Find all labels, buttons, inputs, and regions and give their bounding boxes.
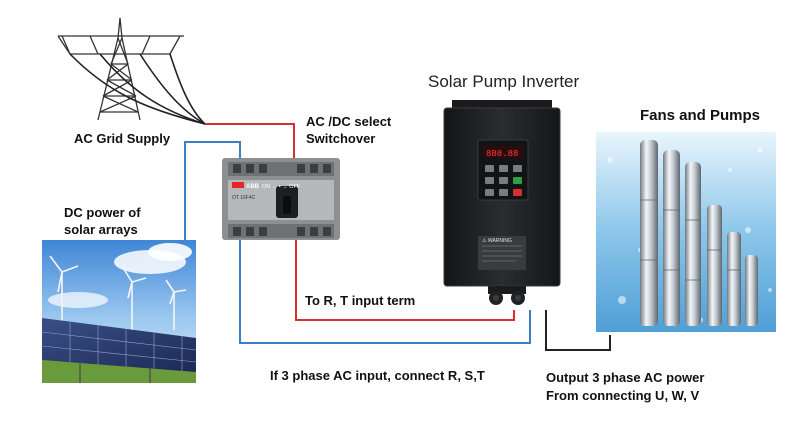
switchover-device-icon	[222, 158, 340, 240]
pump-cylinders	[640, 140, 758, 326]
solar-pump-inverter-icon	[443, 100, 561, 305]
switch-positions-text: ON ← • → OFF	[262, 184, 301, 190]
inverter-warning-text: ⚠ WARNING	[482, 238, 512, 244]
rt-input-label: To R, T input term	[305, 293, 416, 308]
dc-wire-to-inverter	[239, 240, 531, 344]
switch-model-text: OT 16F4C	[232, 195, 256, 201]
inverter-title: Solar Pump Inverter	[428, 72, 580, 91]
switchover-label-line2: Switchover	[306, 131, 376, 146]
transmission-tower-icon	[57, 17, 184, 121]
pumps-image	[596, 132, 776, 332]
dc-wire	[184, 141, 241, 240]
dc-power-label-line1: DC power of	[64, 205, 141, 220]
ac-wire	[205, 123, 295, 160]
ac-wire-to-inverter	[295, 240, 515, 321]
solar-array-image	[41, 240, 197, 383]
output-wire	[545, 310, 611, 351]
dc-power-label-line2: solar arrays	[64, 222, 138, 237]
fans-pumps-title: Fans and Pumps	[640, 107, 761, 124]
switch-brand-text: ABB	[246, 184, 260, 190]
inverter-display-text: 888.88	[486, 149, 518, 159]
power-lines	[69, 53, 206, 125]
ac-grid-supply-label: AC Grid Supply	[74, 131, 171, 146]
three-phase-input-label: If 3 phase AC input, connect R, S,T	[270, 368, 485, 383]
output-label-line1: Output 3 phase AC power	[546, 370, 705, 385]
switchover-label-line1: AC /DC select	[306, 114, 392, 129]
output-label-line2: From connecting U, W, V	[546, 388, 700, 403]
